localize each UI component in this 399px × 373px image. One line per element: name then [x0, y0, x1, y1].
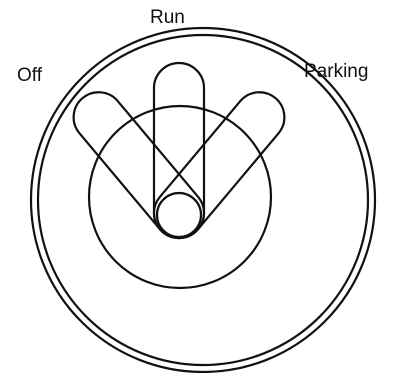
- label-run: Run: [150, 8, 185, 27]
- slot-run: [154, 63, 204, 238]
- label-parking: Parking: [304, 62, 368, 81]
- pivot-hub: [157, 193, 201, 237]
- inner-circle: [89, 106, 271, 288]
- label-off: Off: [17, 66, 42, 85]
